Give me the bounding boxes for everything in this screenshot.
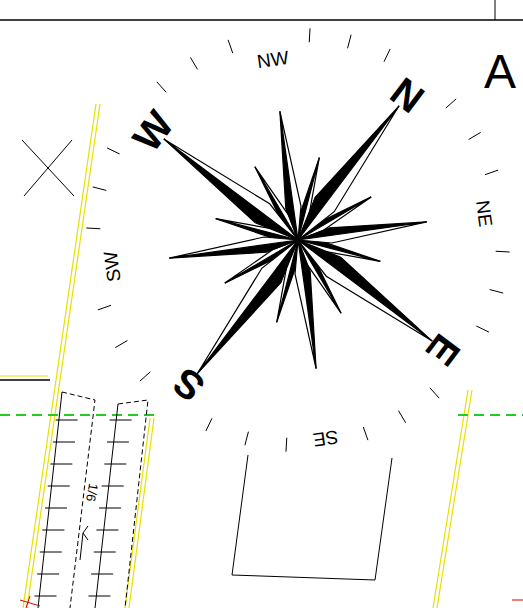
compass-tick	[490, 290, 504, 294]
compass-tick	[245, 432, 249, 446]
compass-tick	[98, 305, 111, 310]
compass-tick	[384, 49, 390, 62]
compass-tick	[93, 187, 107, 191]
compass-cardinal-point	[164, 139, 298, 240]
compass-tick	[469, 132, 481, 139]
compass-tick	[228, 40, 233, 53]
plan-label: A	[484, 48, 516, 96]
compass-tick	[157, 82, 166, 92]
compass-label: N	[384, 70, 431, 119]
compass-tick	[398, 411, 405, 423]
compass-label: E	[419, 327, 467, 372]
compass-label: SW	[100, 250, 123, 283]
compass-tick	[476, 326, 489, 332]
compass-label: NW	[256, 48, 290, 71]
compass-tick	[430, 388, 439, 398]
parking-rows	[38, 392, 148, 608]
compass-cardinal-point	[298, 106, 399, 240]
compass-tick	[485, 170, 498, 175]
compass-label: W	[125, 103, 180, 157]
compass-label: NE	[473, 199, 495, 228]
compass-tick	[446, 99, 456, 108]
compass-tick	[115, 340, 127, 347]
compass-cardinal-point	[164, 139, 298, 240]
compass-tick	[285, 438, 287, 452]
compass-cardinal-point	[298, 240, 432, 341]
compass-tick	[206, 418, 212, 431]
compass-label: S	[166, 361, 211, 409]
compass-tick	[190, 57, 197, 69]
plan-label: 1/6	[84, 482, 100, 502]
compass-tick	[86, 227, 100, 229]
compass-tick	[363, 427, 368, 440]
compass-tick	[107, 148, 120, 154]
compass-tick	[496, 251, 510, 253]
compass-label: SE	[312, 427, 340, 449]
compass-tick	[140, 372, 150, 381]
road-edge	[0, 104, 472, 608]
compass-cardinal-point	[298, 106, 399, 240]
compass-cardinal-point	[298, 240, 432, 341]
compass-cardinal-point	[197, 240, 298, 374]
compass-rose	[86, 28, 509, 451]
compass-tick	[348, 35, 352, 49]
compass-tick	[309, 28, 311, 42]
compass-cardinal-point	[197, 240, 298, 374]
